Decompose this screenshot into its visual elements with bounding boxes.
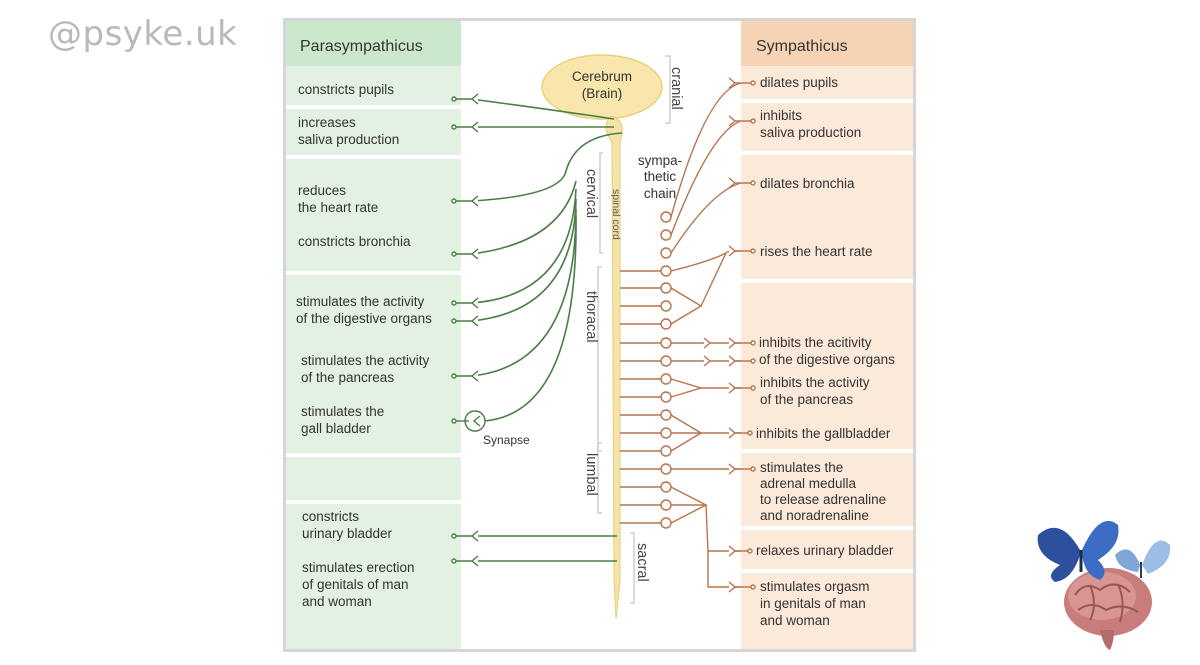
para-terminal-4 xyxy=(451,248,479,260)
butterfly-icon-small xyxy=(1115,540,1171,578)
para-terminal-1 xyxy=(451,93,479,105)
parasympathetic-terminals xyxy=(451,93,486,567)
sympathetic-ganglia xyxy=(660,211,672,529)
parasympathetic-column xyxy=(286,21,461,649)
parasympathetic-nerves xyxy=(470,98,623,562)
brain-butterfly-illustration xyxy=(1037,520,1171,650)
symp-item-urinary: relaxes urinary bladder xyxy=(756,543,894,558)
symp-terminal-9 xyxy=(728,463,756,475)
symp-terminal-2 xyxy=(728,115,756,127)
para-terminal-5 xyxy=(451,297,479,309)
region-cranial: cranial xyxy=(668,67,684,110)
right-separators xyxy=(741,99,913,573)
nervous-system-diagram: Parasympathicus Sympathicus constricts p… xyxy=(286,21,913,649)
region-thoracal: thoracal xyxy=(583,291,599,343)
parasympathetic-header xyxy=(286,21,461,66)
chain-label: sympa- thetic chain xyxy=(638,153,682,201)
butterfly-icon xyxy=(1037,520,1119,582)
synapse-icon xyxy=(451,410,486,432)
watermark: @psyke.uk xyxy=(48,14,238,54)
region-lumbal: lumbal xyxy=(583,453,599,496)
para-item-pupils: constricts pupils xyxy=(298,82,394,97)
symp-terminal-3 xyxy=(728,177,756,189)
symp-item-gallbladder: inhibits the gallbladder xyxy=(756,426,891,441)
region-cervical: cervical xyxy=(583,169,599,218)
parasympathetic-title: Parasympathicus xyxy=(300,38,423,55)
para-terminal-9 xyxy=(451,530,479,542)
left-separators xyxy=(286,105,461,504)
symp-terminal-10 xyxy=(728,545,753,557)
symp-terminal-6 xyxy=(703,355,756,367)
para-terminal-3 xyxy=(451,195,479,207)
svg-text:sympa-: sympa- xyxy=(638,153,682,168)
region-labels: cranial cervical thoracal lumbal sacral xyxy=(583,67,684,582)
region-sacral: sacral xyxy=(634,543,650,582)
synapse-label: Synapse xyxy=(483,433,530,447)
para-terminal-2 xyxy=(451,121,479,133)
spinal-cord-label: spinal cord xyxy=(610,189,622,240)
diagram-frame: Parasympathicus Sympathicus constricts p… xyxy=(283,18,916,652)
para-terminal-7 xyxy=(451,370,479,382)
sympathetic-title: Sympathicus xyxy=(756,38,848,55)
para-terminal-6 xyxy=(451,315,479,327)
para-terminal-10 xyxy=(451,555,479,567)
symp-terminal-5 xyxy=(703,337,756,349)
svg-text:chain: chain xyxy=(644,186,676,201)
symp-item-bronchia: dilates bronchia xyxy=(760,176,855,191)
sympathetic-column xyxy=(741,21,913,649)
brain-shape xyxy=(541,54,663,120)
brain-label-sub: (Brain) xyxy=(582,86,623,101)
spinal-cord-shape xyxy=(605,115,623,620)
symp-terminal-1 xyxy=(728,77,756,89)
sympathetic-terminals xyxy=(703,77,756,593)
brain-icon xyxy=(1064,568,1152,650)
symp-terminal-4 xyxy=(728,245,756,257)
svg-text:thetic: thetic xyxy=(644,169,677,184)
symp-item-heart: rises the heart rate xyxy=(760,244,873,259)
symp-terminal-11 xyxy=(728,581,756,593)
symp-item-pupils: dilates pupils xyxy=(760,75,838,90)
para-item-bronchia: constricts bronchia xyxy=(298,234,411,249)
sympathetic-header xyxy=(741,21,913,66)
symp-terminal-8 xyxy=(728,427,753,439)
region-brackets xyxy=(597,55,671,604)
symp-terminal-7 xyxy=(728,382,756,394)
brain-label: Cerebrum xyxy=(572,69,632,84)
